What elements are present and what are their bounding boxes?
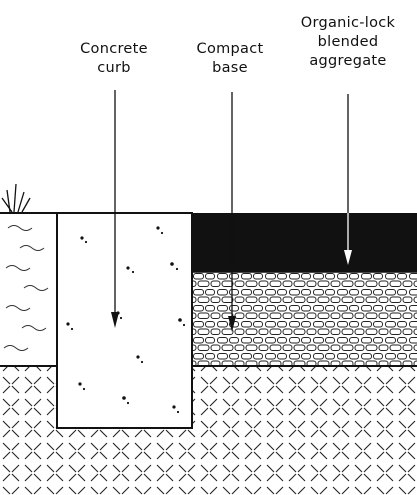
label-compact-base: Compact base [180,40,280,78]
topsoil-left [3,225,49,351]
label-line: curb [97,60,131,76]
label-line: base [212,60,248,76]
concrete-curb [56,212,193,429]
label-line: blended [317,34,379,50]
label-line: Compact [196,41,264,57]
compact-base-layer [192,272,417,366]
label-line: Concrete [80,41,148,57]
subgrade-right [192,366,417,495]
subgrade-left [0,366,57,495]
aggregate-layer [192,213,417,272]
arrow-curb [111,90,119,328]
curb-speckles [66,226,186,414]
subgrade-under-curb [57,428,192,495]
arrow-aggregate [344,94,352,265]
label-line: Organic-lock [300,15,396,31]
grass-icon [1,183,31,213]
arrow-base [228,92,236,332]
label-line: aggregate [309,53,387,69]
label-concrete-curb: Concrete curb [62,40,166,78]
label-aggregate: Organic-lock blended aggregate [282,14,414,71]
